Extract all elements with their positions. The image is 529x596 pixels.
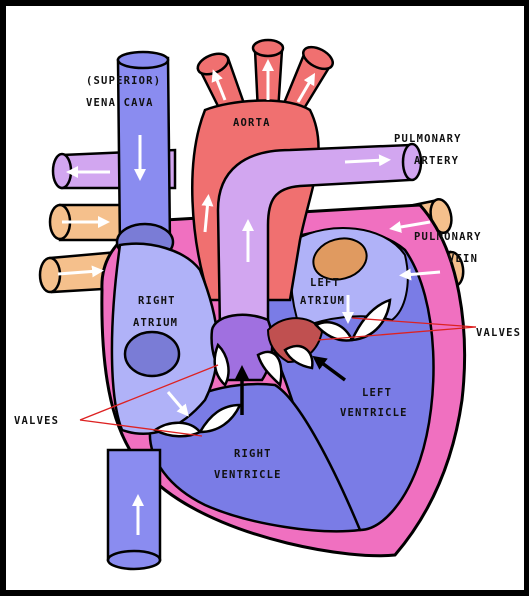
label-right-ventricle-1: RIGHT <box>234 448 272 460</box>
label-left-atrium-1: LEFT <box>310 277 340 289</box>
label-right-ventricle-2: VENTRICLE <box>214 469 282 481</box>
label-right-atrium-1: RIGHT <box>138 295 176 307</box>
label-pulmonary-artery-1: PULMONARY <box>394 133 462 145</box>
vena-cava-top <box>118 52 168 68</box>
label-aorta: AORTA <box>233 117 271 129</box>
label-left-ventricle-1: LEFT <box>362 387 392 399</box>
label-valves-left: VALVES <box>14 415 59 427</box>
label-left-ventricle-2: VENTRICLE <box>340 407 408 419</box>
label-vena-cava: VENA CAVA <box>86 97 154 109</box>
inferior-vena-cava <box>108 450 160 560</box>
heart-svg: (SUPERIOR) VENA CAVA AORTA PULMONARY ART… <box>6 6 524 590</box>
inferior-vena-cava-bottom <box>108 551 160 569</box>
right-atrium-opening <box>125 332 179 376</box>
label-pulmonary-artery-2: ARTERY <box>414 155 459 167</box>
label-superior: (SUPERIOR) <box>86 75 161 87</box>
label-left-atrium-2: ATRIUM <box>300 295 345 307</box>
heart-diagram: (SUPERIOR) VENA CAVA AORTA PULMONARY ART… <box>6 6 524 590</box>
label-pulmonary-vein-2: VEIN <box>448 253 478 265</box>
label-right-atrium-2: ATRIUM <box>133 317 178 329</box>
label-valves-right: VALVES <box>476 327 521 339</box>
label-pulmonary-vein-1: PULMONARY <box>414 231 482 243</box>
